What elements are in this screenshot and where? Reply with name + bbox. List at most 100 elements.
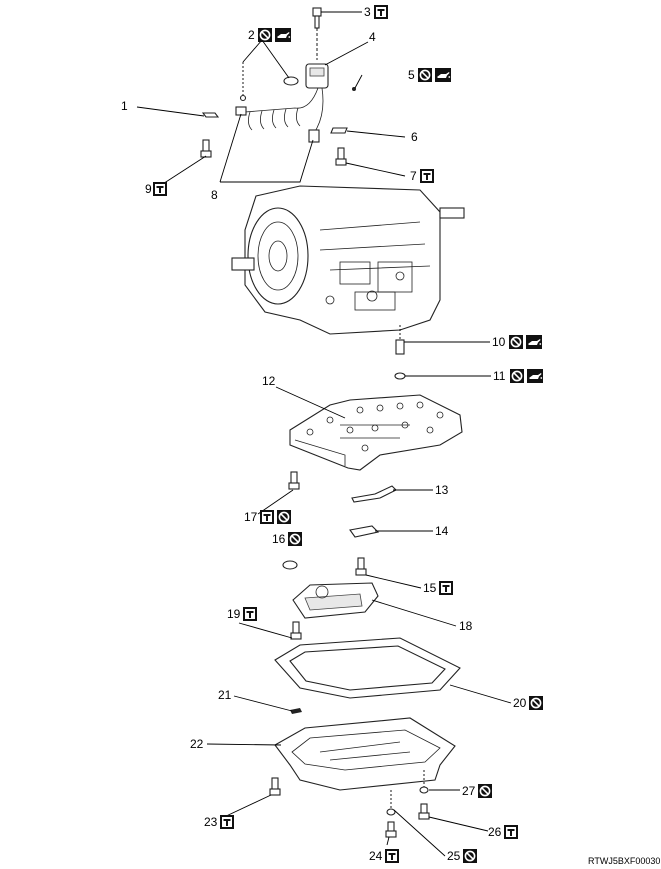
bolt-26 (418, 803, 430, 820)
bolt-19 (290, 621, 302, 640)
callout-8: 8 (211, 188, 218, 202)
connector-4 (305, 63, 329, 89)
callout-7-number: 7 (410, 169, 417, 183)
callout-9-number: 9 (145, 182, 152, 196)
callout-4-number: 4 (369, 30, 376, 44)
plug-10 (395, 325, 405, 355)
oil-can-icon (526, 335, 542, 349)
callout-9: 9 (145, 182, 167, 196)
magnet-21 (290, 708, 302, 714)
callout-17-number: 17 (244, 510, 258, 524)
callout-21-number: 21 (218, 688, 232, 702)
callout-16: 16 (272, 531, 303, 547)
figure-code: RTWJ5BXF000301 (588, 856, 661, 866)
callout-15-number: 15 (423, 581, 437, 595)
plate-13 (351, 485, 397, 503)
torque-icon (153, 182, 167, 196)
callout-26: 26 (488, 825, 518, 839)
callout-3-number: 3 (364, 5, 371, 19)
bolt-15 (355, 557, 367, 576)
callout-4: 4 (369, 30, 376, 44)
transmission-case (231, 185, 465, 335)
callout-3: 3 (364, 5, 388, 19)
callout-2: 2 (248, 27, 291, 43)
callout-6: 6 (411, 130, 418, 144)
callout-16-number: 16 (272, 532, 286, 546)
callout-25-number: 25 (447, 849, 461, 863)
leader-lines (136, 11, 512, 857)
torque-icon (420, 169, 434, 183)
harness-wires-8 (235, 87, 324, 143)
bolt-17 (288, 471, 300, 490)
callout-5: 5 (408, 67, 451, 83)
oil-strainer-18 (292, 582, 379, 619)
drain-plug-24 (385, 821, 397, 838)
bracket-6 (330, 127, 348, 134)
callout-27: 27 (462, 783, 493, 799)
callout-7: 7 (410, 169, 434, 183)
bolt-9 (200, 139, 212, 158)
callout-22-number: 22 (190, 737, 204, 751)
callout-14: 14 (435, 524, 449, 538)
gasket-11 (394, 372, 406, 380)
torque-icon (374, 5, 388, 19)
callout-27-number: 27 (462, 784, 476, 798)
callout-10-number: 10 (492, 335, 506, 349)
callout-15: 15 (423, 581, 453, 595)
callout-10: 10 (492, 334, 542, 350)
no-reuse-icon (276, 509, 292, 525)
no-reuse-icon (528, 695, 544, 711)
oil-can-icon (275, 28, 291, 42)
callout-14-number: 14 (435, 524, 449, 538)
callout-2-number: 2 (248, 28, 255, 42)
callout-18: 18 (459, 619, 473, 633)
callout-23: 23 (204, 815, 234, 829)
callout-13: 13 (435, 483, 449, 497)
no-reuse-icon (477, 783, 493, 799)
plate-14 (349, 525, 380, 538)
bolt-3 (312, 7, 322, 60)
bolt-23 (269, 777, 281, 796)
callout-6-number: 6 (411, 130, 418, 144)
no-reuse-icon (509, 368, 525, 384)
callout-20-number: 20 (513, 696, 527, 710)
callout-8-number: 8 (211, 188, 218, 202)
o-ring-2 (283, 76, 299, 86)
callout-13-number: 13 (435, 483, 449, 497)
callout-11: 11 (493, 368, 543, 384)
torque-icon (220, 815, 234, 829)
bracket-1 (201, 112, 220, 118)
callout-26-number: 26 (488, 825, 502, 839)
harness-group (200, 7, 356, 166)
callout-19: 19 (227, 607, 257, 621)
bolt-7 (335, 147, 347, 166)
callout-25: 25 (447, 848, 478, 864)
callout-5-number: 5 (408, 68, 415, 82)
callout-11-number: 11 (493, 369, 506, 383)
callout-19-number: 19 (227, 607, 241, 621)
pan-gasket-20 (274, 637, 461, 699)
oil-can-icon (435, 68, 451, 82)
o-ring-2b (239, 94, 247, 102)
callout-24: 24 (369, 849, 399, 863)
no-reuse-icon (462, 848, 478, 864)
callout-18-number: 18 (459, 619, 473, 633)
callout-17: 17 (244, 509, 292, 525)
callout-12: 12 (262, 374, 276, 388)
o-ring-16 (282, 560, 298, 570)
callout-24-number: 24 (369, 849, 383, 863)
gasket-25 (386, 808, 396, 816)
gasket-27 (419, 786, 429, 794)
callout-20: 20 (513, 695, 544, 711)
no-reuse-icon (417, 67, 433, 83)
callout-1-number: 1 (121, 99, 128, 113)
no-reuse-icon (287, 531, 303, 547)
callout-1: 1 (121, 99, 128, 113)
callout-22: 22 (190, 737, 204, 751)
torque-icon (504, 825, 518, 839)
callout-23-number: 23 (204, 815, 218, 829)
oil-pan-22 (274, 717, 456, 791)
torque-icon (243, 607, 257, 621)
no-reuse-icon (257, 27, 273, 43)
